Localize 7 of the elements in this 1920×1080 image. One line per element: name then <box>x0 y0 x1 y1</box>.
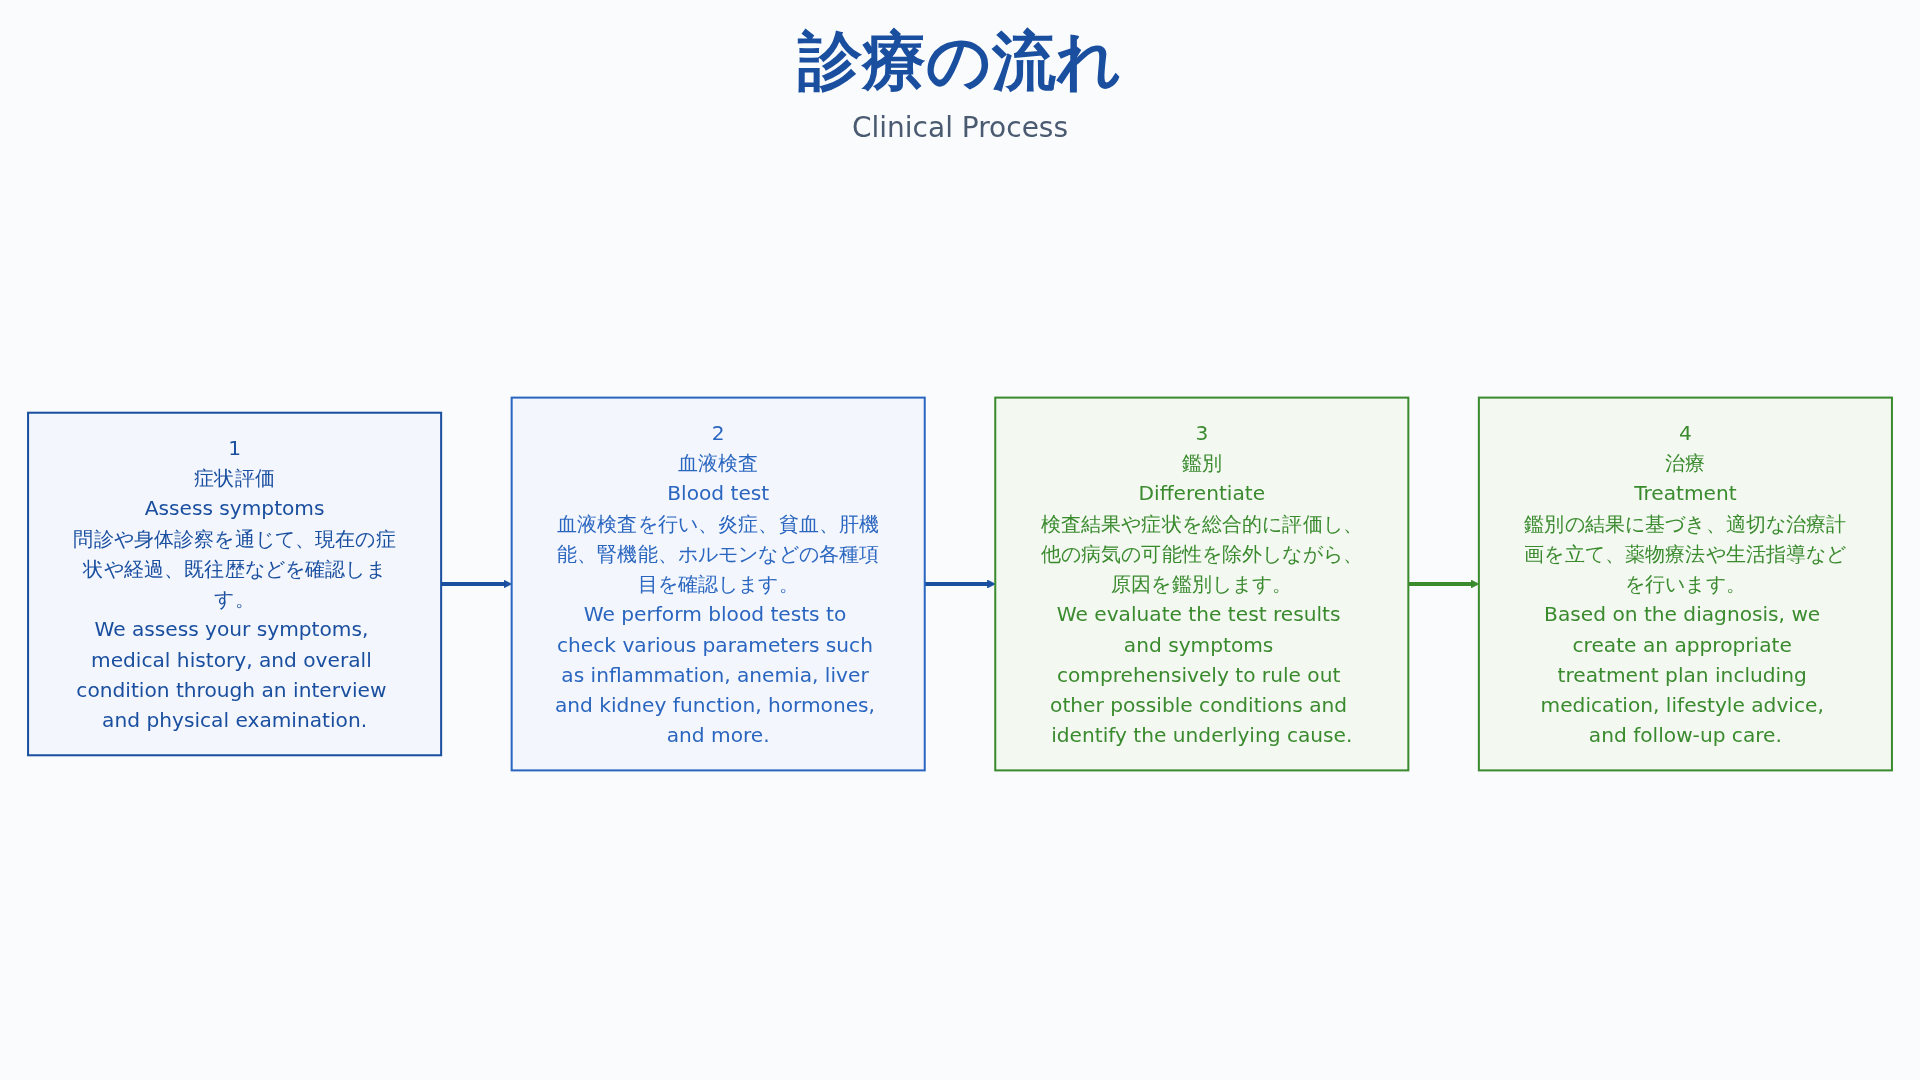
node-box: 4 治療 Treatment 鑑別の結果に基づき、適切な治療計画を立て、薬物療法や生活指導などを行います。 Based on the diagnosis, we create an appropriate treatment plan including medication, lifestyle advice, and follow-up care. <box>1477 396 1893 772</box>
subtitle: Clinical Process <box>851 111 1069 144</box>
arrow <box>924 579 996 589</box>
node-box: 1 症状評価 Assess symptoms 問診や身体診察を通じて、現在の症状や経過、既往歴などを確認します。 We assess your symptoms, medical history, and overall condition through an interview and physical examination. <box>27 411 443 757</box>
node-box: 3 鑑別 Differentiate 検査結果や症状を総合的に評価し、他の病気の可能性を除外しながら、原因を鑑別します。 We evaluate the test results and symptoms comprehensively to rule out other possible conditions and identify the underlying cause. <box>994 396 1410 772</box>
node-box: 2 血液検査 Blood test 血液検査を行い、炎症、貧血、肝機能、腎機能、ホルモンなどの各種項目を確認します。 We perform blood tests to check various parameters such as inflammation, anemia, liver and kidney function, hormones, and more. <box>510 396 926 772</box>
title: 診療の流れ <box>798 23 1122 100</box>
